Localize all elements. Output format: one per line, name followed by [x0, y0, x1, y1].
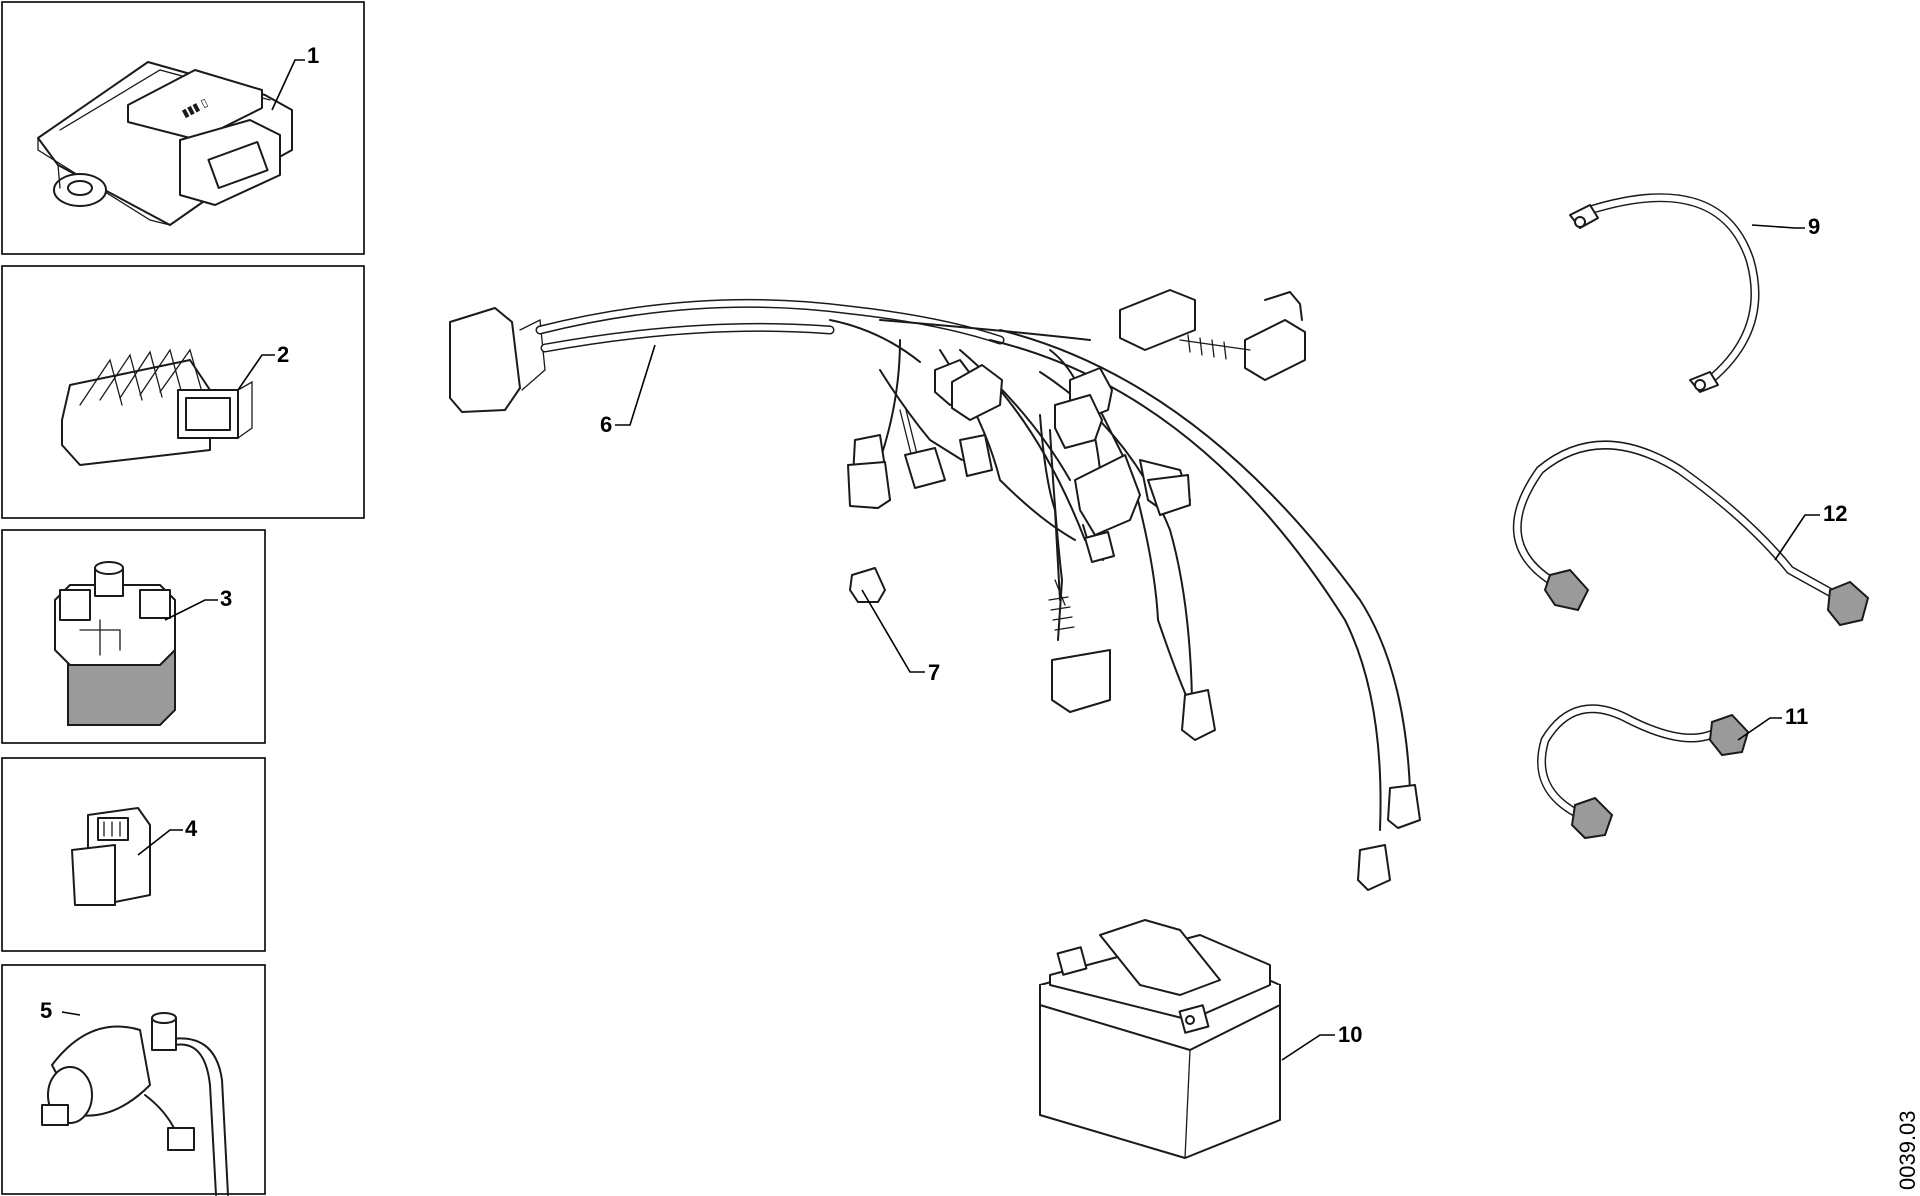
- cable-11: [1537, 704, 1750, 840]
- callout-7: 7: [928, 660, 940, 685]
- callout-6: 6: [600, 412, 612, 437]
- callout-11: 11: [1785, 704, 1808, 729]
- battery-10: [1039, 919, 1281, 1159]
- battery-cable-9: [1569, 193, 1760, 393]
- panel-regulator: [1, 265, 365, 519]
- wiring-harness: [449, 289, 1421, 891]
- callout-12: 12: [1823, 501, 1847, 526]
- callout-10: 10: [1338, 1022, 1362, 1047]
- grommet-7: [849, 567, 886, 603]
- cable-12: [1512, 440, 1870, 627]
- panel-ignition-coil: [1, 964, 266, 1196]
- callout-5: 5: [40, 998, 52, 1023]
- panel-starter-relay: [1, 529, 266, 744]
- panel-ecu: ▮▮▮ ▯: [1, 1, 365, 255]
- callout-9: 9: [1808, 214, 1820, 239]
- panel-fuse-holder: [1, 757, 266, 952]
- callout-4: 4: [185, 816, 198, 841]
- callout-3: 3: [220, 586, 232, 611]
- callout-1: 1: [307, 43, 319, 68]
- leader-lines: [61, 59, 1820, 1061]
- callout-2: 2: [277, 342, 289, 367]
- drawing-reference: 0039.03: [1895, 1110, 1920, 1190]
